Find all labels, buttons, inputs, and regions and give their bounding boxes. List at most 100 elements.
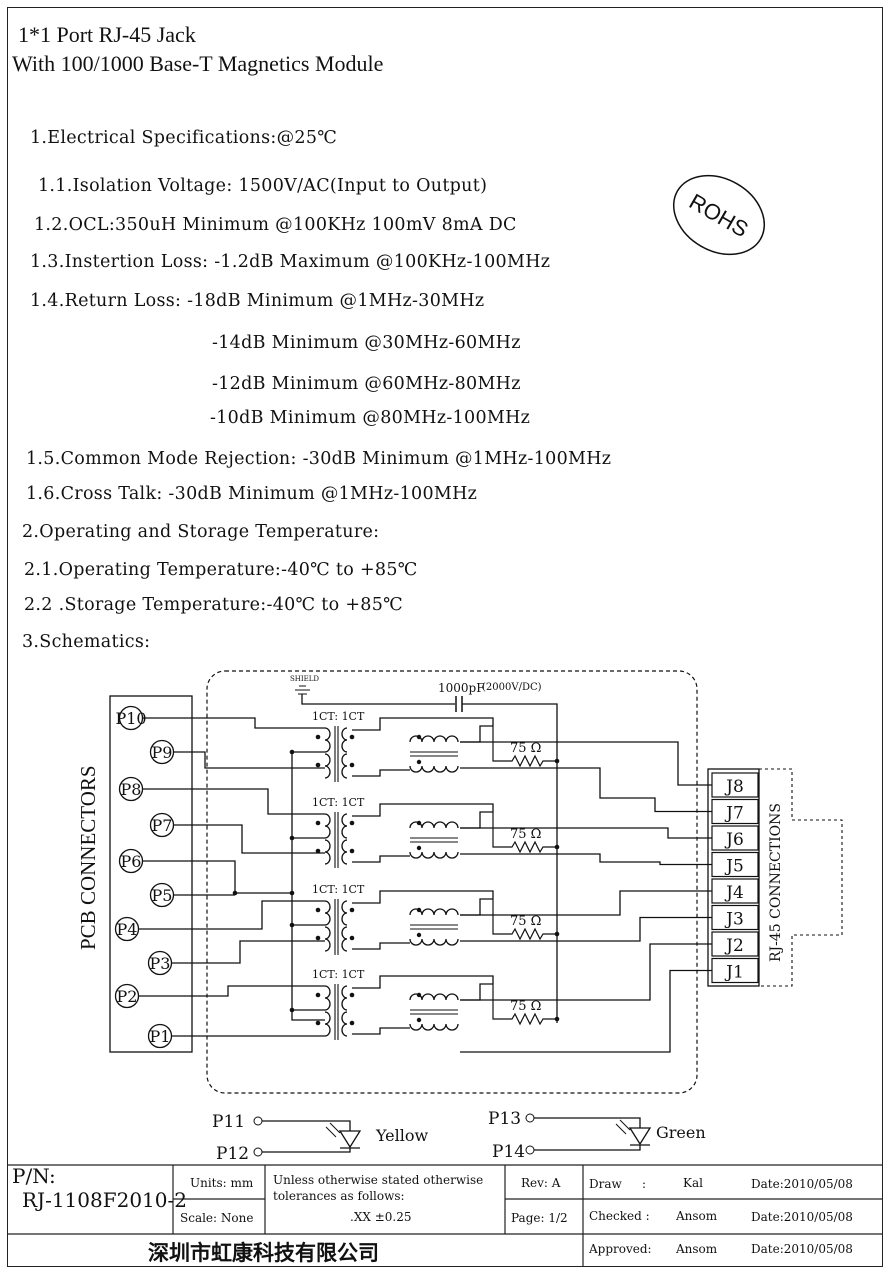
- pcb-pin: [149, 739, 175, 765]
- junction-dot: [554, 1016, 560, 1022]
- approved-label: Approved:: [589, 1242, 652, 1256]
- transformer-ratio: 1CT: 1CT: [312, 710, 365, 723]
- polarity-dot: [416, 820, 422, 826]
- rj45-pin-label: J8: [724, 777, 744, 797]
- channel-wire: [352, 717, 494, 731]
- tolerance-line-2: tolerances as follows:: [273, 1189, 405, 1203]
- pcb-pin-label: P5: [152, 886, 173, 905]
- pcb-connector-box: [109, 695, 193, 1053]
- pcb-pin: [114, 983, 140, 1009]
- drawing-frame: [7, 7, 883, 1267]
- led-pin-label: P12: [216, 1144, 249, 1164]
- capacitor-rating: (2000V/DC): [482, 682, 542, 693]
- transformer-secondary: [341, 727, 348, 753]
- polarity-dot: [416, 907, 422, 913]
- transformer-primary: [324, 839, 331, 865]
- led-color-label: Yellow: [375, 1126, 429, 1145]
- led-color-label: Green: [656, 1123, 706, 1142]
- rohs-logo: ROHS: [664, 160, 774, 270]
- pin-wire: [142, 788, 325, 815]
- rj45-pin-label: J6: [724, 830, 744, 850]
- led-pin-label: P13: [488, 1109, 521, 1129]
- approved-name: Ansom: [676, 1242, 718, 1256]
- section-electrical: 1.Electrical Specifications:@25℃: [30, 128, 338, 148]
- polarity-dot: [315, 907, 321, 913]
- junction-dot: [289, 835, 295, 841]
- transformer-ratio: 1CT: 1CT: [312, 968, 365, 981]
- transformer-primary: [324, 753, 331, 779]
- transformer-primary: [324, 813, 331, 839]
- rj-wire: [460, 741, 712, 786]
- company-name: 深圳市虹康科技有限公司: [148, 1241, 379, 1265]
- pcb-pin: [147, 1023, 173, 1049]
- shield-wire: [301, 694, 455, 705]
- transformer-secondary: [341, 839, 348, 865]
- termination-resistor: [492, 726, 557, 768]
- junction-dot: [289, 890, 295, 896]
- rj-wire: [460, 916, 712, 942]
- led-arrow-icon: [615, 1123, 627, 1135]
- pin-wire: [138, 985, 325, 997]
- transformer-secondary: [341, 813, 348, 839]
- channel-wire: [352, 855, 410, 863]
- polarity-dot: [349, 992, 355, 998]
- led-pin-terminal: [253, 1116, 263, 1126]
- pcb-pin-label: P4: [117, 920, 138, 939]
- module-outline: [206, 670, 698, 1094]
- channel-wire: [352, 942, 410, 950]
- pn-value: RJ-1108F2010-2: [22, 1188, 187, 1212]
- checked-label: Checked :: [589, 1209, 650, 1223]
- polarity-dot: [315, 734, 321, 740]
- channel-wire: [352, 803, 494, 817]
- polarity-dot: [349, 820, 355, 826]
- led-diode-symbol: [628, 1127, 652, 1146]
- pcb-pin: [114, 916, 140, 942]
- transformer-secondary: [341, 985, 348, 1011]
- rj-wire: [460, 853, 712, 866]
- termination-resistor: [492, 984, 557, 1026]
- polarity-dot: [349, 848, 355, 854]
- led-pin-label: P11: [212, 1112, 245, 1132]
- polarity-dot: [416, 759, 422, 765]
- transformer-primary: [324, 727, 331, 753]
- pcb-pin: [149, 882, 175, 908]
- spec-return-loss-2: -14dB Minimum @30MHz-60MHz: [212, 333, 521, 353]
- transformer-primary: [324, 1011, 331, 1037]
- choke-winding: [409, 1023, 459, 1031]
- led-wire: [262, 1120, 351, 1131]
- polarity-dot: [349, 1020, 355, 1026]
- draw-separator: :: [642, 1177, 647, 1191]
- led-pin-label: P14: [492, 1142, 525, 1162]
- transformer-primary: [324, 985, 331, 1011]
- channel-wire: [352, 975, 494, 989]
- section-temperature: 2.Operating and Storage Temperature:: [22, 522, 380, 542]
- polarity-dot: [416, 992, 422, 998]
- capacitor-wire: [462, 703, 558, 1023]
- polarity-dot: [315, 820, 321, 826]
- junction-dot: [554, 931, 560, 937]
- scale: Scale: None: [180, 1211, 254, 1225]
- rj45-pin: [711, 931, 759, 957]
- transformer-primary: [324, 900, 331, 926]
- polarity-dot: [349, 935, 355, 941]
- rj45-pin-label: J4: [724, 883, 744, 903]
- junction-dot: [289, 922, 295, 928]
- rj45-pin-label: J1: [724, 963, 744, 983]
- spec-storage-temp: 2.2 .Storage Temperature:-40℃ to +85℃: [24, 595, 404, 615]
- rj45-pin-label: J5: [724, 857, 744, 877]
- pcb-pin: [149, 812, 175, 838]
- capacitor-value: 1000pF: [438, 681, 485, 695]
- polarity-dot: [315, 992, 321, 998]
- polarity-dot: [349, 762, 355, 768]
- transformer-ratio: 1CT: 1CT: [312, 883, 365, 896]
- termination-resistor: [492, 899, 557, 941]
- polarity-dot: [416, 932, 422, 938]
- rj-wire: [460, 969, 712, 1053]
- pcb-pin: [118, 776, 144, 802]
- led-diode-symbol: [338, 1130, 362, 1149]
- units: Units: mm: [190, 1176, 254, 1190]
- pin-wire: [142, 860, 292, 894]
- junction-dot: [554, 758, 560, 764]
- spec-return-loss: 1.4.Return Loss: -18dB Minimum @1MHz-30M…: [30, 291, 485, 311]
